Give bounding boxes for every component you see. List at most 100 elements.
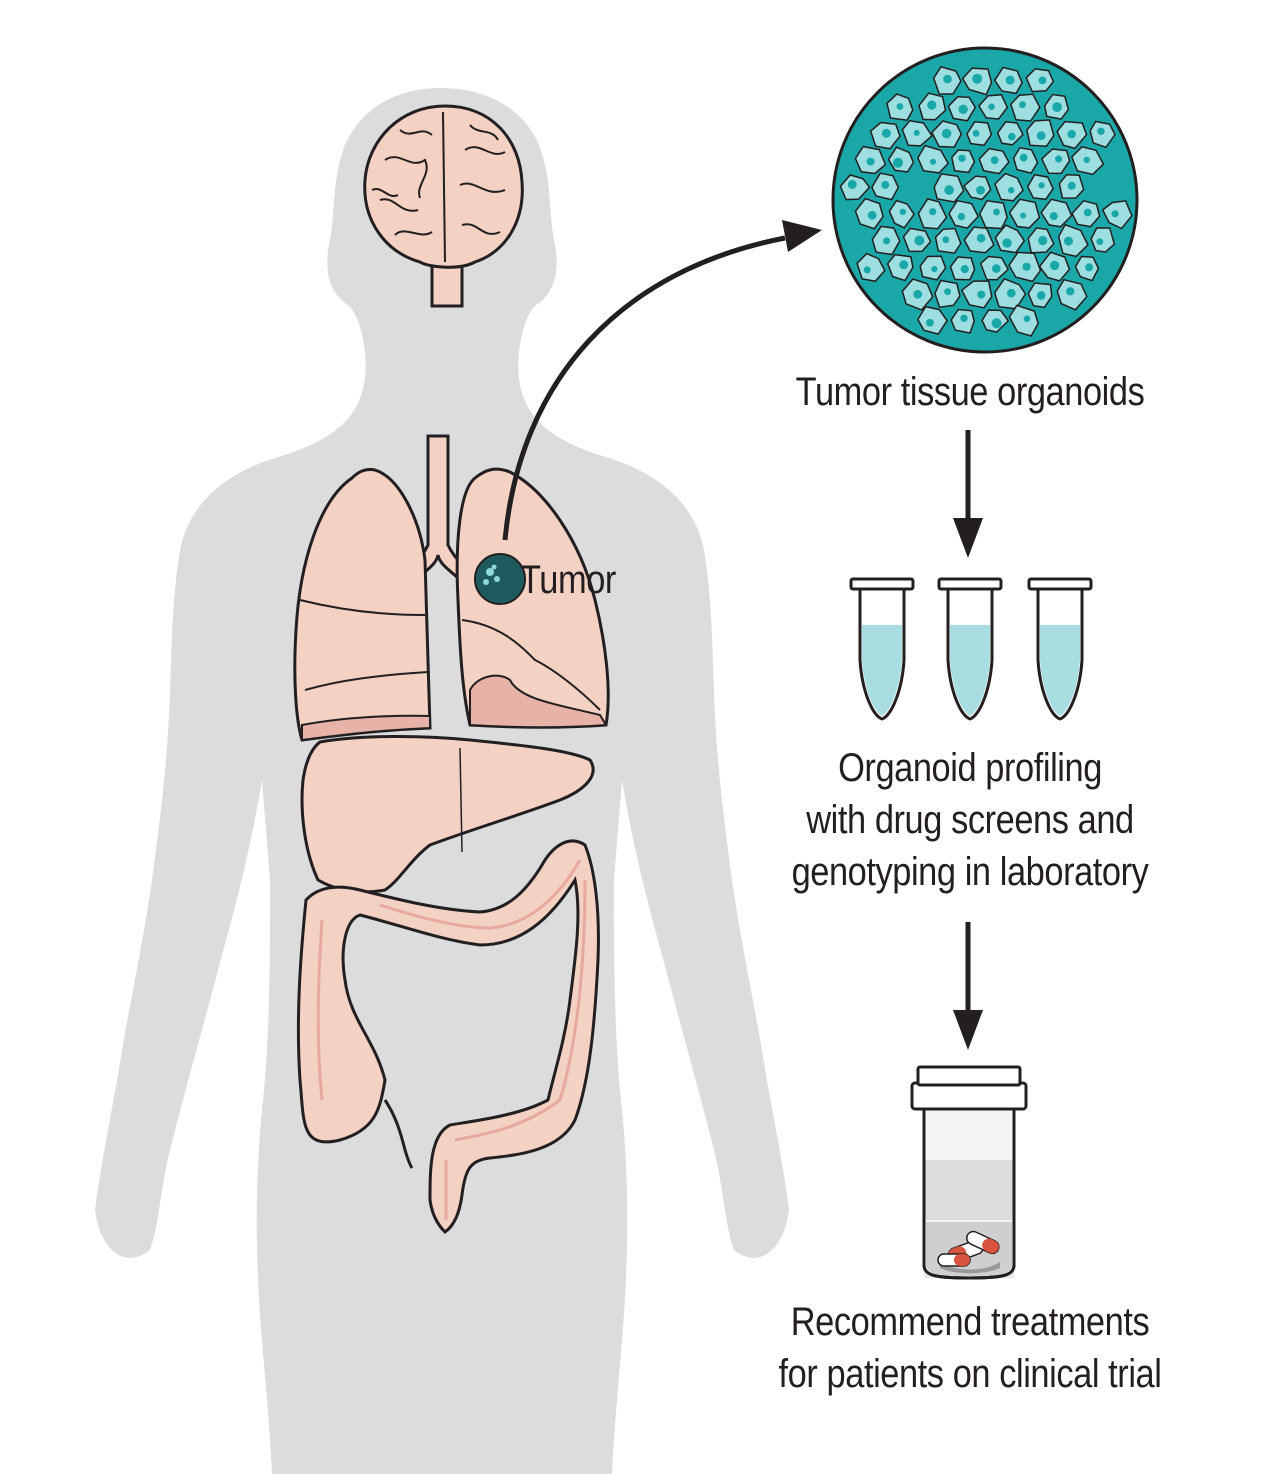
organoid-nucleus (1038, 182, 1045, 189)
organoid-nucleus (944, 185, 954, 195)
organoid-nucleus (1064, 236, 1073, 246)
organoid-cell (994, 172, 1024, 202)
pill-2 (966, 1230, 1000, 1255)
tube-liquid (862, 625, 902, 716)
organoid-nucleus (931, 266, 938, 273)
organoid-nucleus (990, 156, 999, 165)
arrow-icon (782, 220, 822, 252)
organoid-nucleus (1049, 212, 1058, 221)
organoid-nucleus (988, 103, 995, 110)
test-tube-icon (1027, 577, 1093, 721)
organoid-nucleus (960, 265, 969, 274)
organoid-cell (1057, 223, 1089, 258)
profiling-label: Organoid profiling with drug screens and… (729, 742, 1211, 898)
organoid-nucleus (958, 154, 966, 162)
organoid-cell (978, 199, 1008, 230)
recommend-label: Recommend treatments for patients on cli… (729, 1296, 1211, 1400)
organoid-nucleus (930, 158, 937, 165)
organoid-nucleus (943, 74, 952, 84)
organoid-nucleus (881, 180, 890, 189)
organoid-nucleus (1008, 187, 1015, 194)
organoid-nucleus (1008, 132, 1016, 141)
organoid-nucleus (991, 318, 1002, 329)
liver-icon (300, 734, 595, 894)
recommend-line-1: Recommend treatments (790, 1300, 1150, 1344)
organoid-icon (831, 46, 1139, 354)
organoid-nucleus (1067, 129, 1076, 139)
colon-icon (296, 839, 600, 1234)
tube-rim (849, 577, 915, 591)
organoid-nucleus (972, 130, 980, 137)
test-tube-icon (849, 577, 915, 721)
organoid-nucleus (993, 208, 1000, 216)
organoid-nucleus (1052, 102, 1062, 112)
organoid-nucleus (1020, 212, 1027, 219)
pill-3 (937, 1253, 971, 1267)
organoid-nucleus (1067, 181, 1076, 190)
organoid-nucleus (944, 288, 951, 296)
organoid-nucleus (1022, 262, 1031, 271)
colon-band (316, 859, 587, 1220)
organoid-nucleus (1055, 155, 1063, 163)
organoid-nucleus (1019, 153, 1028, 162)
organoid-nucleus (1085, 263, 1094, 272)
test-tubes (849, 577, 1093, 721)
organoid-nucleus (1023, 315, 1031, 323)
organoid-cell (1008, 304, 1040, 337)
organoid-nucleus (957, 212, 966, 221)
pill-bottle-icon (910, 1065, 1028, 1280)
organoid-cell (1010, 93, 1041, 122)
organoid-nucleus (867, 210, 877, 220)
organoid-nucleus (960, 314, 968, 322)
organoid-nucleus (976, 233, 986, 243)
organoid-cell (1040, 198, 1073, 228)
tube-body (1036, 586, 1084, 721)
organoid-nucleus (972, 73, 983, 84)
tube-rim (937, 577, 1003, 591)
organoid-nucleus (941, 128, 952, 139)
tumor-label: Tumor (520, 558, 616, 602)
organoid-nucleus (883, 237, 891, 245)
recommend-line-2: for patients on clinical trial (778, 1352, 1162, 1396)
organoid-nucleus (958, 104, 968, 115)
organoid-nucleus (881, 128, 891, 138)
organoid-nucleus (1002, 238, 1012, 248)
organoid-nucleus (1038, 235, 1048, 246)
tube-body (858, 586, 906, 721)
lungs-icon (293, 467, 610, 742)
organoid-nucleus (1038, 76, 1047, 85)
arrow-tumor-to-organoid (502, 235, 786, 541)
organoid-nucleus (896, 103, 904, 110)
organoid-nucleus (927, 100, 937, 110)
organoid-nucleus (1111, 210, 1119, 218)
organoid-nucleus (1066, 287, 1075, 296)
organoid-nucleus (976, 185, 985, 195)
organoid-cell (960, 280, 993, 309)
organoid-nucleus (1083, 156, 1090, 164)
organoid-nucleus (1097, 127, 1105, 135)
organoid-nucleus (913, 289, 923, 299)
organoid-nucleus (1036, 291, 1046, 300)
test-tube-icon (937, 577, 1003, 721)
arrow-icon (953, 518, 983, 558)
organoid-cell (994, 224, 1026, 254)
organoid-nucleus (992, 264, 1001, 273)
profiling-line-2: with drug screens and (806, 798, 1134, 842)
organoid-cell (856, 252, 886, 283)
organoid-nucleus (847, 179, 857, 189)
tube-body (946, 586, 994, 721)
tube-liquid (950, 625, 990, 716)
organoid-nucleus (1036, 131, 1046, 141)
organoid-nucleus (926, 318, 934, 327)
arrow-icon (953, 1010, 983, 1050)
liver-lobe-line (459, 747, 463, 853)
tumor-icon (474, 553, 526, 605)
organoid-nucleus (866, 157, 875, 166)
profiling-line-1: Organoid profiling (838, 746, 1102, 790)
organoid-nucleus (863, 266, 871, 274)
tube-rim (1027, 577, 1093, 591)
organoid-nucleus (899, 208, 906, 215)
brain-icon (363, 104, 524, 308)
tube-liquid (1040, 625, 1080, 716)
